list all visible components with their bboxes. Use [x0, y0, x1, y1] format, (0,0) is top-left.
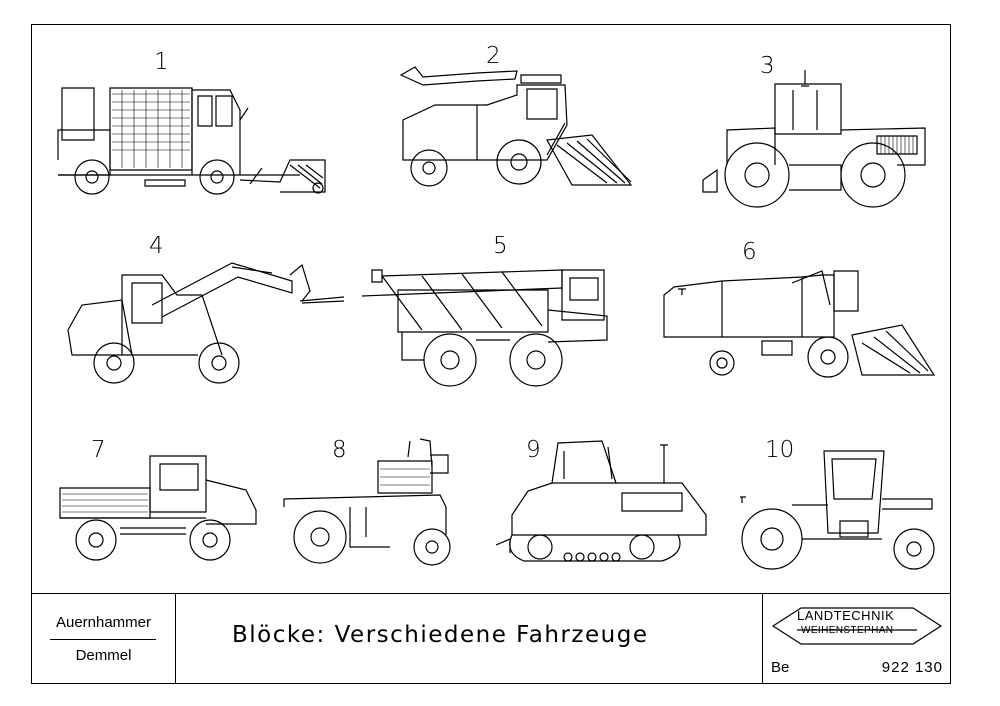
- figure-label-8: 8: [332, 437, 347, 463]
- vehicle-8-tool-carrier: [280, 437, 470, 572]
- figure-label-5: 5: [493, 233, 508, 259]
- drawing-area: 1 2 3 4 5 6 7 8 9 10: [32, 25, 952, 595]
- drawing-number: 922 130: [881, 659, 943, 676]
- vehicle-2-forage-harvester: [397, 65, 637, 190]
- author-divider: [50, 639, 156, 640]
- figure-label-4: 4: [149, 233, 164, 259]
- authors-cell: Auernhammer Demmel: [32, 594, 176, 684]
- landtechnik-logo-icon: [771, 602, 943, 652]
- sheet-title: Blöcke: Verschiedene Fahrzeuge: [232, 622, 649, 648]
- title-block: Auernhammer Demmel Blöcke: Verschiedene …: [32, 593, 950, 684]
- vehicle-10-tractor: [732, 445, 947, 570]
- drawing-sheet: 1 2 3 4 5 6 7 8 9 10: [31, 24, 951, 684]
- author-name-1: Auernhammer: [55, 614, 152, 631]
- figure-label-3: 3: [760, 53, 775, 79]
- vehicle-5-self-propelled-sprayer: [362, 260, 617, 390]
- figure-label-9: 9: [526, 437, 541, 463]
- figure-label-7: 7: [91, 437, 106, 463]
- figure-label-6: 6: [742, 239, 757, 265]
- figure-label-1: 1: [154, 49, 169, 75]
- vehicle-3-four-wheel-drive-tractor: [697, 70, 927, 205]
- figure-label-10: 10: [765, 437, 795, 463]
- vehicle-4-telehandler: [62, 245, 347, 380]
- drafter-initials: Be: [771, 659, 790, 676]
- vehicle-6-combine-harvester: [662, 265, 937, 380]
- vehicle-7-unimog: [60, 450, 290, 565]
- author-name-2: Demmel: [75, 647, 132, 664]
- figure-label-2: 2: [486, 43, 501, 69]
- logo-text-line-1: LANDTECHNIK: [797, 608, 895, 623]
- vehicle-1-beet-harvester: [50, 80, 330, 195]
- logo-text-line-2: WEIHENSTEPHAN: [801, 625, 894, 636]
- institution-cell: LANDTECHNIK WEIHENSTEPHAN Be 922 130: [762, 594, 951, 684]
- vehicle-9-crawler-tractor: [492, 435, 712, 570]
